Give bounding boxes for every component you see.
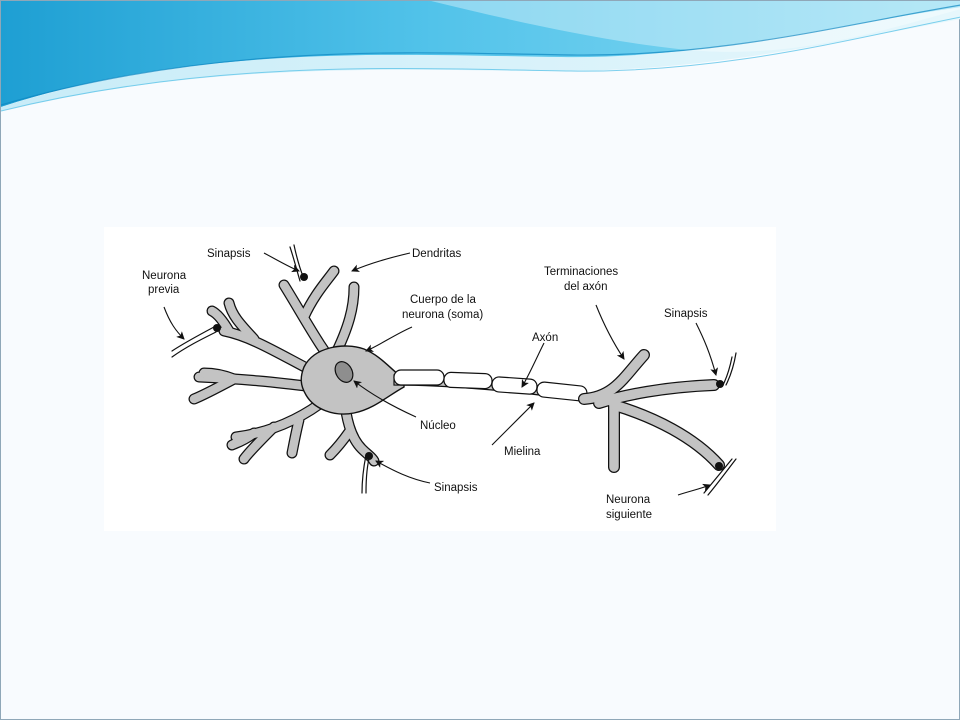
arrow-mielina	[491, 402, 535, 446]
leader-arrows	[163, 252, 719, 496]
myelin-segment	[443, 371, 493, 390]
synapse-dot	[715, 462, 723, 470]
arrow-terminaciones	[595, 304, 625, 360]
label-nucleo: Núcleo	[420, 420, 456, 432]
arrow-nucleo	[353, 380, 417, 418]
synapse-dot	[716, 380, 724, 388]
label-neurona-previa-line2: previa	[148, 284, 180, 296]
label-neurona-previa-line1: Neurona	[142, 270, 187, 282]
synapse-dot	[365, 452, 373, 460]
arrow-axon	[521, 342, 545, 388]
neuron-diagram-panel: Sinapsis Dendritas Neurona previa Cuerpo…	[104, 227, 776, 531]
arrow-sinapsis-top	[263, 252, 300, 273]
label-sinapsis-right: Sinapsis	[664, 308, 708, 320]
arrow-sinapsis-right	[695, 322, 719, 376]
label-terminaciones-line2: del axón	[564, 281, 607, 293]
header-wave-decoration	[1, 1, 960, 112]
label-terminaciones-line1: Terminaciones	[544, 266, 618, 278]
label-cuerpo-line2: neurona (soma)	[402, 309, 483, 321]
nucleus	[334, 361, 354, 383]
label-cuerpo-line1: Cuerpo de la	[410, 294, 476, 306]
synapse-dot	[213, 324, 221, 332]
axon-terminals	[578, 349, 725, 473]
label-sinapsis-top: Sinapsis	[207, 248, 251, 260]
arrow-sinapsis-bottom	[375, 460, 431, 484]
adjacent-neuron-fibers	[171, 244, 737, 496]
synapse-dot	[300, 273, 308, 281]
label-mielina: Mielina	[504, 446, 541, 458]
label-neurona-siguiente-line1: Neurona	[606, 494, 651, 506]
arrow-neurona-siguiente	[677, 483, 711, 496]
arrow-cuerpo	[365, 326, 413, 352]
label-dendritas: Dendritas	[412, 248, 461, 260]
label-sinapsis-bottom: Sinapsis	[434, 482, 478, 494]
label-neurona-siguiente-line2: siguiente	[606, 509, 652, 521]
label-axon: Axón	[532, 332, 558, 344]
myelin-segment	[491, 376, 538, 395]
neuron-diagram: Sinapsis Dendritas Neurona previa Cuerpo…	[142, 244, 737, 521]
synapse-points	[213, 273, 724, 470]
arrow-neurona-previa	[163, 306, 185, 340]
diagram-labels: Sinapsis Dendritas Neurona previa Cuerpo…	[142, 248, 708, 521]
arrow-dendritas	[351, 252, 411, 272]
myelin-segment	[393, 369, 445, 386]
myelin-sheath	[393, 369, 588, 402]
